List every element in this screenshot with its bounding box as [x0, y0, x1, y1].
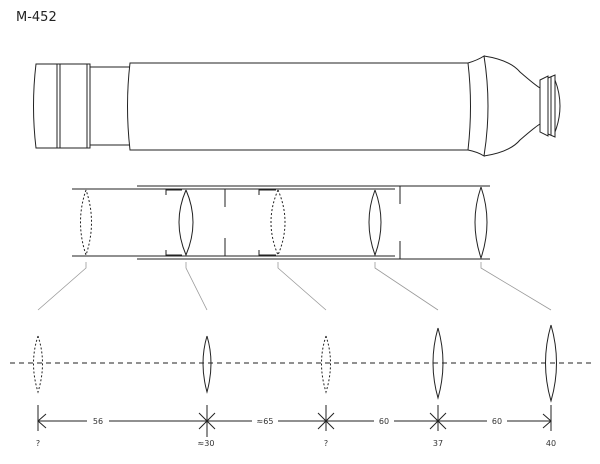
- objective-flare: [467, 55, 489, 157]
- diameter-label: ?: [324, 439, 328, 448]
- diameter-label: ≈30: [198, 439, 215, 448]
- objective-end: [554, 79, 561, 133]
- main-tube: [127, 62, 471, 151]
- section-lens-3: [270, 189, 286, 257]
- axis-lens-4: [432, 327, 444, 400]
- axis-lens-2: [202, 335, 212, 394]
- leader-lines: [37, 262, 552, 311]
- thread-ring-1: [539, 75, 549, 137]
- spacing-label: ≈65: [257, 417, 274, 426]
- tube-cross-section: [72, 185, 490, 260]
- dimension-line: [37, 405, 552, 437]
- diameter-label: 37: [433, 439, 443, 448]
- diameter-label: ?: [36, 439, 40, 448]
- objective-neck: [483, 55, 541, 157]
- spacing-label: 60: [492, 417, 502, 426]
- thread-ring-2: [547, 74, 556, 138]
- eyepiece-ring: [57, 63, 91, 149]
- diagram-title: M-452: [16, 10, 57, 25]
- axis-lens-5: [545, 324, 557, 403]
- axis-lenses: [33, 324, 557, 403]
- section-lens-1: [80, 189, 92, 257]
- thread-mark: [258, 189, 276, 256]
- axis-lens-1: [33, 335, 43, 394]
- drawtube: [90, 66, 130, 146]
- section-lens-5: [474, 186, 488, 260]
- section-lens-4: [368, 189, 382, 257]
- spacing-label: 56: [93, 417, 103, 426]
- diameter-label: 40: [546, 439, 556, 448]
- eyepiece-cap: [33, 63, 58, 149]
- telescope-exterior: [33, 55, 561, 157]
- axis-lens-3: [321, 335, 331, 394]
- thread-mark: [165, 189, 182, 256]
- section-lens-2: [178, 189, 194, 257]
- spacing-label: 60: [379, 417, 389, 426]
